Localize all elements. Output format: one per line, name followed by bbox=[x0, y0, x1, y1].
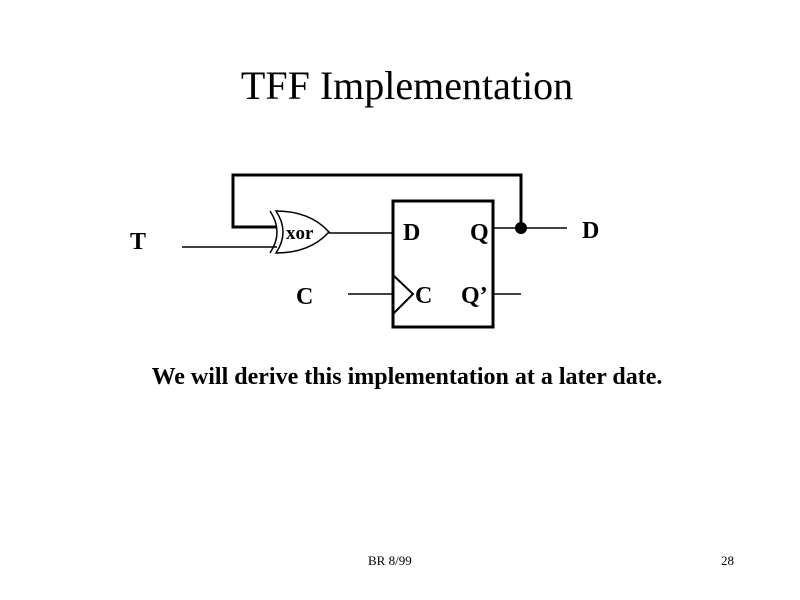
qbar-pin-label: Q’ bbox=[461, 283, 488, 309]
slide-title: TFF Implementation bbox=[240, 63, 574, 108]
xor-label: xor bbox=[286, 223, 314, 244]
c-input-label: C bbox=[296, 284, 313, 310]
clock-triangle-icon bbox=[392, 274, 415, 315]
junction-dot bbox=[515, 222, 527, 234]
page-number: 28 bbox=[721, 553, 734, 568]
d-pin-label: D bbox=[403, 220, 420, 246]
xor-gate: xor bbox=[269, 210, 331, 254]
t-input-label: T bbox=[130, 229, 146, 255]
clk-pin-label: C bbox=[415, 283, 432, 309]
feedback-wire bbox=[231, 173, 523, 229]
slide-caption: We will derive this implementation at a … bbox=[151, 364, 663, 390]
q-pin-label: Q bbox=[470, 220, 489, 246]
output-label: D bbox=[582, 218, 599, 244]
footer-author-date: BR 8/99 bbox=[368, 553, 412, 568]
d-flipflop: D C Q Q’ bbox=[391, 199, 495, 329]
